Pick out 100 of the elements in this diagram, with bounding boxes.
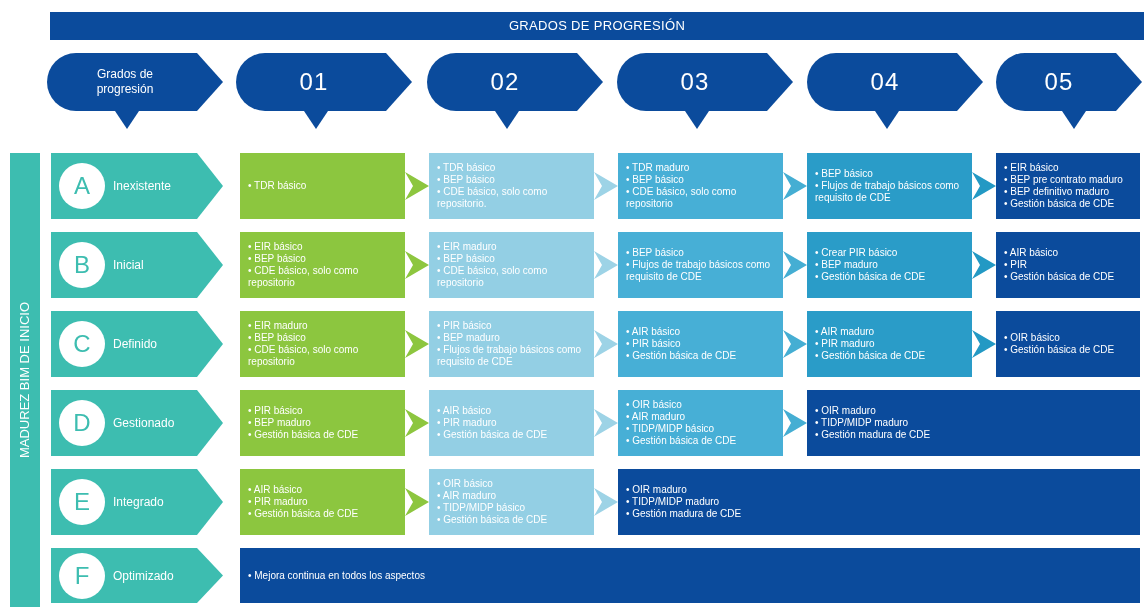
requirement-item: • Gestión básica de CDE <box>626 350 737 362</box>
requirements-cell <box>996 153 1140 219</box>
requirement-item: • AIR básico <box>437 405 493 417</box>
requirement-item: • TDR básico <box>248 180 307 192</box>
requirement-item: • EIR básico <box>1004 162 1060 174</box>
chevron-arrow <box>405 251 429 279</box>
requirement-item: • TIDP/MIDP básico <box>626 423 716 435</box>
requirement-item: • Gestión madura de CDE <box>815 429 931 441</box>
requirement-item: • Gestión básica de CDE <box>248 508 359 520</box>
requirements-cell <box>807 153 972 219</box>
grade-label: 01 <box>299 67 329 97</box>
chevron-arrow <box>594 488 618 516</box>
level-name: Gestionado <box>113 415 175 432</box>
level-header <box>51 390 223 456</box>
requirement-item: • BEP básico <box>248 332 307 344</box>
requirement-item: • Flujos de trabajo básicos como requisito de CDE <box>815 180 961 204</box>
requirements-cell <box>429 469 594 535</box>
requirement-item: • TDR básico <box>437 162 497 174</box>
requirements-cell <box>618 390 783 456</box>
level-header <box>51 232 223 298</box>
down-arrow <box>685 111 709 129</box>
requirement-item: • Crear PIR básico <box>815 247 899 259</box>
requirement-item: • Gestión básica de CDE <box>626 435 737 447</box>
requirements-cell <box>240 548 1140 603</box>
chevron-arrow <box>783 172 807 200</box>
requirement-item: • OIR maduro <box>815 405 877 417</box>
level-name: Inicial <box>113 257 144 274</box>
requirement-item: • PIR básico <box>437 320 493 332</box>
requirements-cell <box>996 311 1140 377</box>
requirement-item: • EIR maduro <box>248 320 309 332</box>
level-name: Definido <box>113 336 158 353</box>
requirement-item: • Gestión básica de CDE <box>815 350 926 362</box>
requirements-cell <box>807 232 972 298</box>
requirement-item: • Gestión básica de CDE <box>248 429 359 441</box>
chevron-arrow <box>972 330 996 358</box>
requirement-item: • TIDP/MIDP maduro <box>626 496 721 508</box>
requirements-cell <box>240 232 405 298</box>
level-name: Inexistente <box>113 178 172 195</box>
requirements-cell <box>618 311 783 377</box>
requirement-item: • AIR básico <box>248 484 304 496</box>
requirement-item: • Gestión básica de CDE <box>1004 344 1115 356</box>
level-header <box>51 548 223 603</box>
requirement-item: • PIR básico <box>248 405 304 417</box>
requirement-item: • Flujos de trabajo básicos como requisito de CDE <box>626 259 772 283</box>
requirements-cell <box>996 232 1140 298</box>
requirement-item: • BEP básico <box>626 174 685 186</box>
requirement-item: • Gestión básica de CDE <box>1004 271 1115 283</box>
grade-label: 03 <box>680 67 710 97</box>
requirement-item: • TDR maduro <box>626 162 691 174</box>
requirement-item: • AIR básico <box>626 326 682 338</box>
requirement-item: • EIR básico <box>248 241 304 253</box>
level-header <box>51 469 223 535</box>
requirement-item: • BEP básico <box>815 168 874 180</box>
requirements-cell <box>807 311 972 377</box>
grade-label: 04 <box>870 67 900 97</box>
requirement-item: • BEP maduro <box>248 417 312 429</box>
level-header <box>51 311 223 377</box>
requirement-item: • AIR maduro <box>815 326 876 338</box>
requirements-cell <box>618 153 783 219</box>
requirement-item: • AIR maduro <box>626 411 687 423</box>
requirement-item: • Flujos de trabajo básicos como requisito de CDE <box>437 344 583 368</box>
level-name: Optimizado <box>113 567 174 585</box>
requirements-cell <box>429 153 594 219</box>
chevron-arrow <box>405 409 429 437</box>
requirements-cell <box>240 153 405 219</box>
chevron-arrow <box>594 409 618 437</box>
requirement-item: • CDE básico, solo como repositorio <box>437 265 549 289</box>
requirements-cell <box>807 390 1140 456</box>
grade-label: Grados de progresión <box>95 67 155 97</box>
requirements-cell <box>618 469 1140 535</box>
requirements-cell <box>429 232 594 298</box>
grade-header <box>996 53 1142 111</box>
requirements-cell <box>240 390 405 456</box>
requirements-cell <box>429 311 594 377</box>
banner-title: GRADOS DE PROGRESIÓN <box>508 17 686 36</box>
chevron-arrow <box>972 172 996 200</box>
down-arrow <box>1062 111 1086 129</box>
chevron-arrow <box>405 488 429 516</box>
grade-header <box>807 53 983 111</box>
grade-label: 05 <box>1044 67 1074 97</box>
requirement-item: • BEP básico <box>626 247 685 259</box>
requirement-item: • AIR maduro <box>437 490 498 502</box>
grade-label: 02 <box>490 67 520 97</box>
requirement-item: • PIR básico <box>626 338 682 350</box>
level-name: Integrado <box>113 494 164 511</box>
chevron-arrow <box>783 409 807 437</box>
title-banner <box>50 12 1144 40</box>
chevron-arrow <box>405 172 429 200</box>
requirement-item: • BEP maduro <box>437 332 501 344</box>
requirement-item: • BEP definitivo maduro <box>1004 186 1111 198</box>
requirements-cell <box>618 232 783 298</box>
requirement-item: • CDE básico, solo como repositorio. <box>437 186 549 210</box>
level-header <box>51 153 223 219</box>
requirement-item: • OIR básico <box>1004 332 1061 344</box>
down-arrow <box>115 111 139 129</box>
requirement-item: • TIDP/MIDP básico <box>437 502 527 514</box>
requirement-item: • OIR básico <box>626 399 683 411</box>
chevron-arrow <box>783 251 807 279</box>
requirement-item: • PIR maduro <box>815 338 876 350</box>
chevron-arrow <box>405 330 429 358</box>
